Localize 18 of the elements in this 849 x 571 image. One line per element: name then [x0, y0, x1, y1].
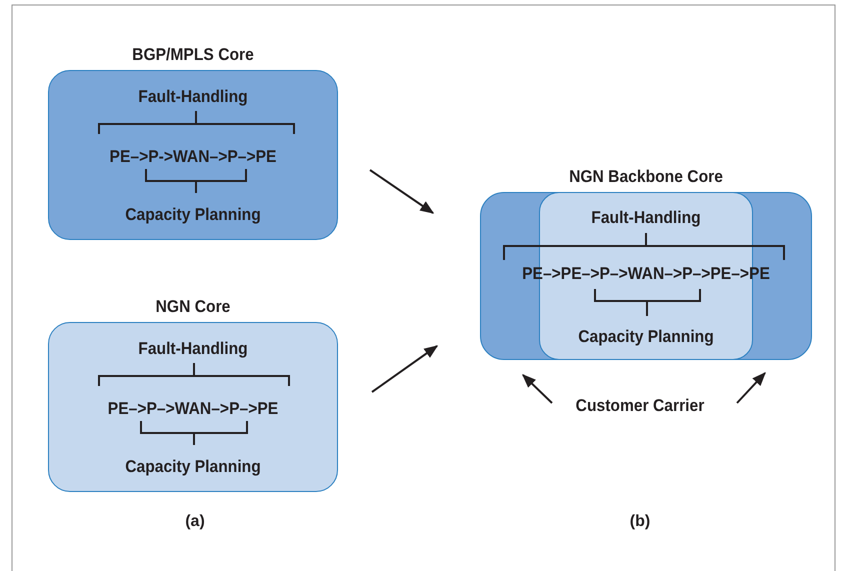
panel-label: (b): [630, 513, 650, 531]
group-title: NGN Core: [156, 297, 230, 317]
group-title: BGP/MPLS Core: [132, 45, 254, 65]
arrow: [522, 374, 553, 404]
arrow: [369, 169, 434, 214]
section-label: Capacity Planning: [125, 457, 261, 477]
panel-label: (a): [185, 513, 205, 531]
section-label: Fault-Handling: [138, 87, 248, 107]
path-label: PE–>P->WAN–>P–>PE: [110, 147, 276, 167]
arrow: [371, 345, 438, 393]
annotation-text: Customer Carrier: [576, 396, 704, 416]
section-label: Capacity Planning: [578, 327, 714, 347]
group-title: NGN Backbone Core: [569, 167, 723, 187]
arrow: [736, 372, 766, 404]
section-label: Fault-Handling: [591, 208, 701, 228]
section-label: Fault-Handling: [138, 339, 248, 359]
section-label: Capacity Planning: [125, 205, 261, 225]
path-label: PE–>P–>WAN–>P–>PE: [108, 399, 278, 419]
